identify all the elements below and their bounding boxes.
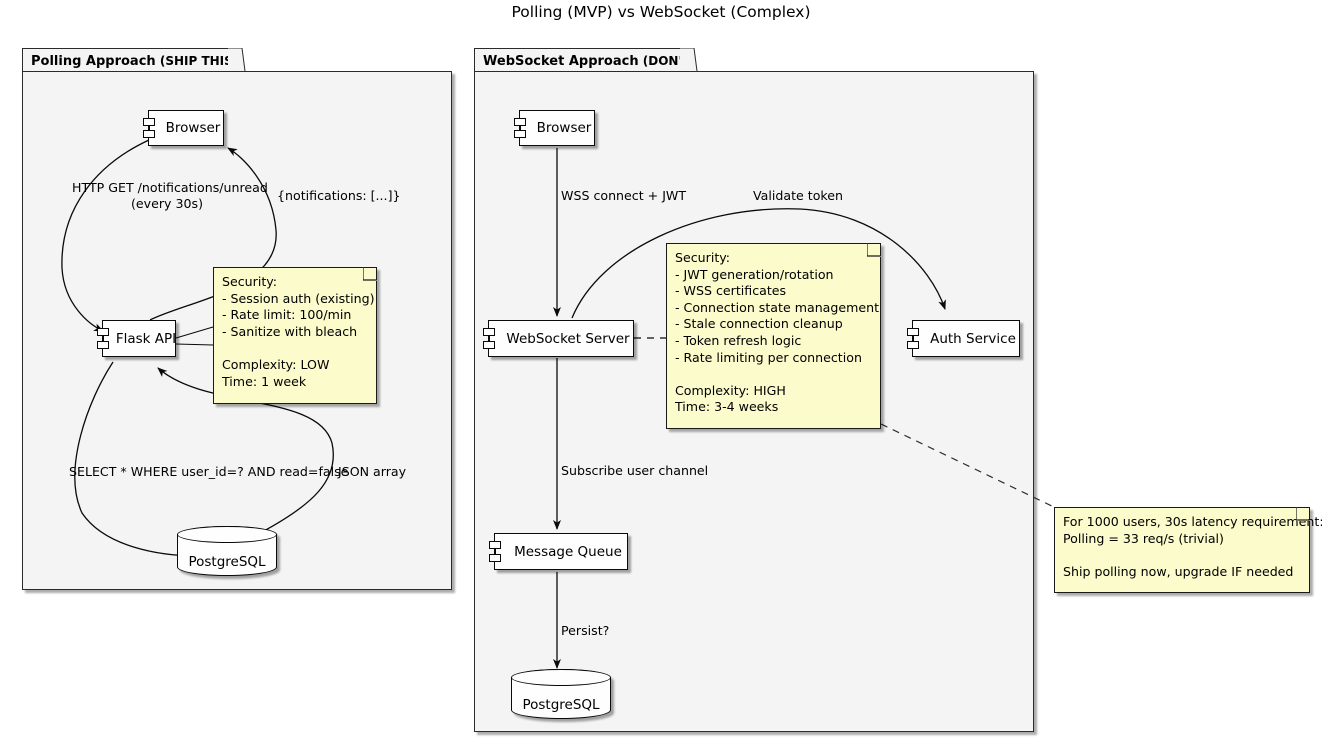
database-top-ellipse bbox=[511, 669, 611, 686]
node-websocket-message-queue[interactable]: Message Queue bbox=[489, 533, 628, 570]
package-websocket-tab: WebSocket Approach (DON'T) bbox=[474, 48, 696, 71]
node-polling-flask-api[interactable]: Flask API bbox=[97, 320, 177, 357]
edge-label-select-query: SELECT * WHERE user_id=? AND read=false bbox=[69, 464, 349, 479]
edge-label-wss-connect: WSS connect + JWT bbox=[561, 188, 687, 203]
edge-label-validate-token: Validate token bbox=[753, 188, 843, 203]
edge-label-persist: Persist? bbox=[561, 623, 610, 638]
node-websocket-server[interactable]: WebSocket Server bbox=[483, 320, 634, 357]
node-websocket-auth-service[interactable]: Auth Service bbox=[907, 320, 1020, 357]
node-polling-postgres[interactable]: PostgreSQL bbox=[177, 526, 277, 576]
note-recommendation: For 1000 users, 30s latency requirement:… bbox=[1054, 507, 1322, 593]
note-fold-icon bbox=[363, 267, 377, 281]
note-fold-icon bbox=[867, 243, 881, 257]
node-websocket-postgres[interactable]: PostgreSQL bbox=[511, 669, 611, 719]
component-port-top-icon bbox=[143, 118, 155, 126]
node-label: Browser bbox=[536, 120, 592, 136]
note-websocket-security: Security: - JWT generation/rotation - WS… bbox=[666, 243, 881, 429]
node-label: Flask API bbox=[115, 330, 177, 347]
node-label: Browser bbox=[165, 120, 221, 136]
component-port-bottom-icon bbox=[489, 554, 501, 562]
component-spine bbox=[495, 543, 497, 560]
node-label: PostgreSQL bbox=[522, 697, 600, 713]
component-spine bbox=[489, 330, 491, 347]
edge-label-subscribe: Subscribe user channel bbox=[561, 463, 709, 478]
package-polling-title-bold: Polling Approach bbox=[31, 54, 156, 69]
node-label: Message Queue bbox=[514, 543, 622, 560]
component-port-top-icon bbox=[907, 328, 919, 336]
edge-label-notifications-response: {notifications: [...]} bbox=[277, 188, 401, 203]
component-port-bottom-icon bbox=[143, 130, 155, 138]
diagram-title: Polling (MVP) vs WebSocket (Complex) bbox=[511, 3, 811, 21]
package-websocket-title-bold: WebSocket Approach bbox=[483, 54, 639, 69]
component-port-top-icon bbox=[514, 118, 526, 126]
note-polling-security: Security: - Session auth (existing) - Ra… bbox=[213, 267, 377, 404]
database-top-ellipse bbox=[177, 526, 277, 543]
component-port-bottom-icon bbox=[907, 341, 919, 349]
node-label: WebSocket Server bbox=[506, 330, 630, 347]
component-spine bbox=[149, 120, 151, 136]
component-port-top-icon bbox=[97, 328, 109, 336]
component-spine bbox=[520, 120, 522, 136]
component-port-bottom-icon bbox=[514, 130, 526, 138]
package-polling-tab: Polling Approach (SHIP THIS) bbox=[22, 48, 238, 71]
edge-label-json-array: JSON array bbox=[338, 464, 407, 479]
note-fold-icon bbox=[1296, 507, 1310, 521]
component-port-top-icon bbox=[483, 328, 495, 336]
component-spine bbox=[913, 330, 915, 347]
node-polling-browser[interactable]: Browser bbox=[143, 110, 224, 146]
component-port-top-icon bbox=[489, 541, 501, 549]
component-port-bottom-icon bbox=[483, 341, 495, 349]
component-spine bbox=[103, 330, 105, 347]
node-label: PostgreSQL bbox=[188, 554, 266, 570]
edge-label-http-get: HTTP GET /notifications/unread (every 30… bbox=[72, 180, 268, 211]
package-websocket-tab-corner bbox=[680, 48, 698, 72]
node-label: Auth Service bbox=[930, 330, 1016, 347]
node-websocket-browser[interactable]: Browser bbox=[514, 110, 595, 146]
package-polling-title-rest: (SHIP THIS) bbox=[155, 54, 239, 68]
component-port-bottom-icon bbox=[97, 341, 109, 349]
package-polling-tab-corner bbox=[228, 48, 246, 72]
